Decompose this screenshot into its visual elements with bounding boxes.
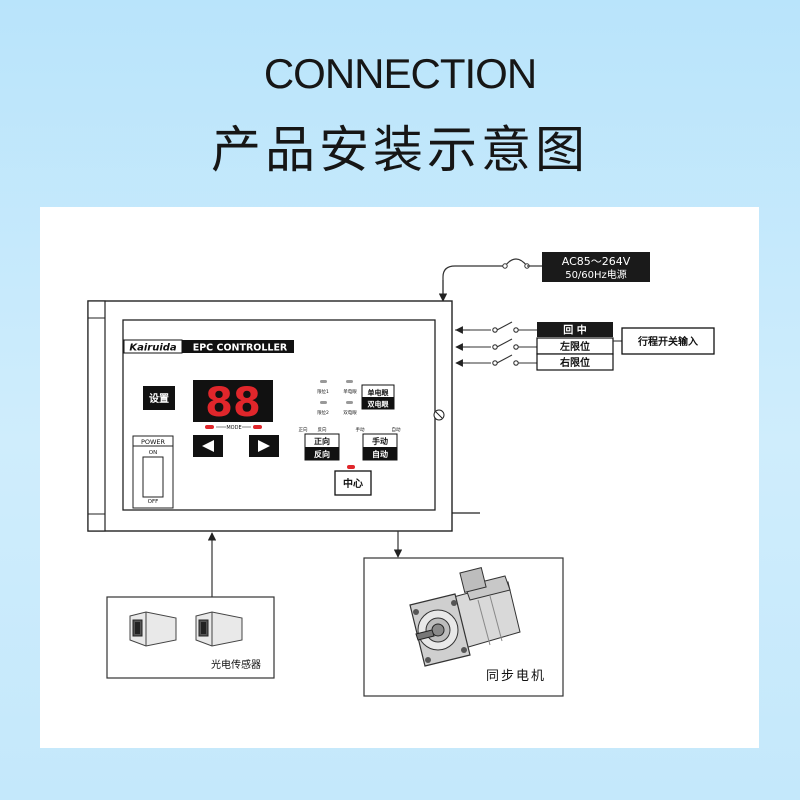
sensor-head-icon bbox=[195, 611, 243, 647]
led-forward-label: 正向 bbox=[299, 426, 308, 433]
synchronous-motor: 同步电机 bbox=[363, 557, 564, 697]
limit-switch-wiring bbox=[455, 321, 537, 367]
mode-leds: 手动 自动 bbox=[356, 426, 401, 433]
set-button-label: 设置 bbox=[149, 392, 169, 405]
led-dual-eye-label: 双电眼 bbox=[343, 409, 357, 416]
connection-diagram: AC85～264V 50/60Hz电源 回 中 左限位 右限位 行程开关输入 bbox=[87, 252, 715, 697]
right-limit-label: 右限位 bbox=[559, 356, 590, 369]
power-supply-label: AC85～264V 50/60Hz电源 bbox=[542, 252, 650, 282]
power-on-label: ON bbox=[149, 450, 157, 456]
center-button[interactable]: 中心 bbox=[334, 470, 372, 496]
power-supply-frequency: 50/60Hz电源 bbox=[565, 268, 627, 281]
mode-indicator: MODE bbox=[205, 425, 262, 431]
photoelectric-sensor: 光电传感器 bbox=[106, 596, 275, 679]
arrow-left-icon bbox=[202, 440, 214, 452]
direction-leds: 正向 反向 bbox=[299, 426, 327, 433]
display-value: 88 bbox=[205, 380, 261, 426]
dual-eye-button-label: 双电眼 bbox=[368, 400, 389, 409]
led-limit2-label: 限位2 bbox=[317, 409, 329, 416]
limit-switch-labels: 回 中 左限位 右限位 行程开关输入 bbox=[536, 322, 715, 371]
diagram-panel: AC85～264V 50/60Hz电源 回 中 左限位 右限位 行程开关输入 bbox=[40, 207, 759, 748]
epc-controller: Kairuida EPC CONTROLLER 设置 88 MODE bbox=[87, 300, 480, 532]
brand-name: Kairuida bbox=[129, 343, 177, 354]
set-button[interactable]: 设置 bbox=[143, 386, 175, 410]
arrow-right-icon bbox=[258, 440, 270, 452]
title-chinese: 产品安装示意图 bbox=[211, 121, 589, 179]
segment-display: 88 bbox=[193, 380, 273, 426]
reverse-button-label: 反向 bbox=[314, 449, 330, 459]
motor-icon bbox=[409, 567, 521, 667]
manual-button-label: 手动 bbox=[372, 436, 388, 446]
manual-auto-button[interactable]: 手动 自动 bbox=[362, 433, 398, 461]
title-english: CONNECTION bbox=[263, 50, 537, 97]
sensor-label: 光电传感器 bbox=[211, 658, 261, 671]
power-off-label: OFF bbox=[148, 499, 159, 505]
center-led bbox=[347, 465, 355, 469]
left-arrow-button[interactable] bbox=[193, 435, 223, 457]
sensor-mode-leds: 限位1 单电眼 限位2 双电眼 bbox=[317, 380, 357, 416]
right-arrow-button[interactable] bbox=[249, 435, 279, 457]
eye-mode-button[interactable]: 单电眼 双电眼 bbox=[361, 384, 395, 410]
led-reverse-label: 反向 bbox=[318, 426, 327, 433]
power-switch[interactable]: POWER ON OFF bbox=[132, 435, 174, 509]
led-limit1-label: 限位1 bbox=[317, 388, 329, 395]
center-button-label: 中心 bbox=[343, 477, 363, 490]
auto-button-label: 自动 bbox=[372, 449, 388, 459]
left-limit-label: 左限位 bbox=[559, 340, 590, 353]
travel-switch-label: 行程开关输入 bbox=[637, 335, 698, 348]
led-auto-label: 自动 bbox=[392, 426, 401, 433]
mode-label: MODE bbox=[226, 425, 241, 431]
direction-button[interactable]: 正向 反向 bbox=[304, 433, 340, 461]
led-single-eye-label: 单电眼 bbox=[343, 388, 357, 395]
power-label: POWER bbox=[141, 438, 166, 446]
single-eye-button-label: 单电眼 bbox=[368, 388, 389, 397]
model-name: EPC CONTROLLER bbox=[193, 343, 288, 354]
motor-label: 同步电机 bbox=[486, 669, 546, 684]
power-supply-wiring bbox=[438, 258, 542, 302]
forward-button-label: 正向 bbox=[314, 436, 330, 446]
sensor-head-icon bbox=[129, 611, 177, 647]
power-supply-voltage: AC85～264V bbox=[562, 255, 631, 268]
center-input-label: 回 中 bbox=[563, 324, 586, 337]
led-manual-label: 手动 bbox=[356, 426, 365, 433]
